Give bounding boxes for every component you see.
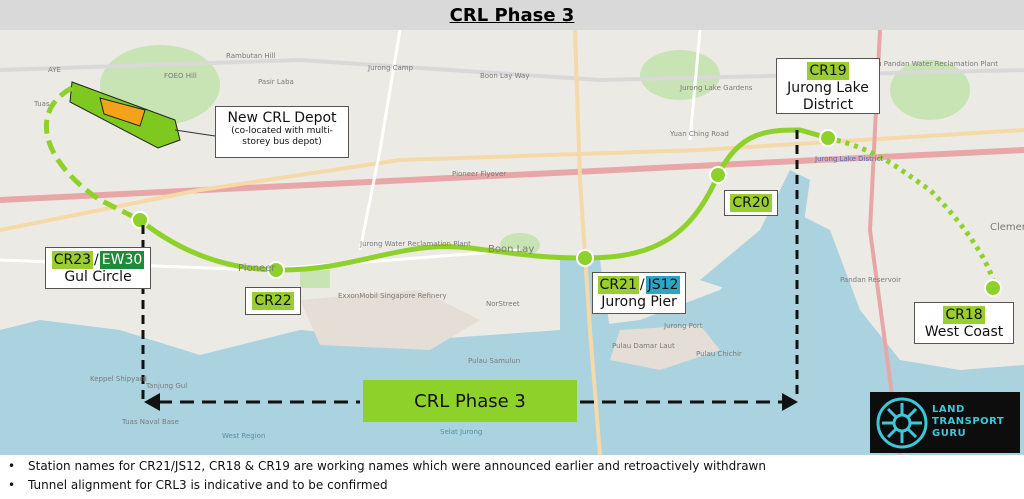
map-label-jurong-lake-district: Jurong Lake District bbox=[815, 155, 884, 163]
page-title: CRL Phase 3 bbox=[449, 4, 575, 26]
green-area bbox=[640, 50, 720, 100]
map-label-jurong-port: Jurong Port bbox=[664, 322, 703, 330]
extent-arrowhead-left bbox=[144, 393, 160, 411]
depot-note: (co-located with multi-storey bus depot) bbox=[231, 126, 333, 147]
station-code-cr18: CR18 bbox=[943, 306, 985, 324]
station-marker-cr21 bbox=[576, 249, 594, 267]
road bbox=[358, 30, 402, 251]
map-label-jurong-camp: Jurong Camp bbox=[368, 64, 414, 72]
sea-inlet bbox=[700, 170, 810, 300]
station-name-gul-circle: Gul Circle bbox=[64, 269, 132, 285]
station-code-ew30: EW30 bbox=[99, 251, 145, 269]
station-label-cr20[interactable]: CR20 bbox=[724, 190, 778, 216]
map-label-boon-lay-way: Boon Lay Way bbox=[480, 72, 530, 80]
notes-list: • Station names for CR21/JS12, CR18 & CR1… bbox=[8, 457, 1018, 495]
station-name-jurong-pier: Jurong Pier bbox=[601, 294, 677, 310]
crl-line-dashed-west bbox=[43, 85, 142, 223]
map-label-ulu-pandan: Ulu Pandan Water Reclamation Plant bbox=[870, 60, 998, 68]
map-label-yuan-ching: Yuan Ching Road bbox=[670, 130, 729, 138]
map-label-rambutan-hill: Rambutan Hill bbox=[226, 52, 276, 60]
bullet-icon: • bbox=[8, 459, 16, 473]
depot-name: New CRL Depot bbox=[227, 110, 337, 126]
map-label-selat-jurong: Selat Jurong bbox=[440, 428, 483, 436]
logo-line-2: TRANSPORT bbox=[932, 416, 1005, 427]
station-name-jurong-lake-district: Jurong Lake District bbox=[787, 80, 869, 113]
station-marker-cr23 bbox=[131, 211, 149, 229]
station-name-west-coast: West Coast bbox=[924, 324, 1004, 340]
map-label-jurong-water: Jurong Water Reclamation Plant bbox=[360, 240, 471, 248]
map-label-pulau-samulun: Pulau Samulun bbox=[468, 357, 521, 365]
map-canvas bbox=[0, 30, 1024, 455]
road bbox=[688, 30, 702, 141]
depot-callout-line bbox=[174, 129, 216, 137]
logo-text: LAND TRANSPORT GURU bbox=[932, 404, 1004, 440]
note-text: Tunnel alignment for CRL3 is indicative … bbox=[28, 478, 388, 492]
map-label-keppel-shipyard: Keppel Shipyard bbox=[90, 375, 147, 383]
depot-label: New CRL Depot (co-located with multi-sto… bbox=[215, 106, 349, 158]
map-label-northstar: NorStreet bbox=[486, 300, 520, 308]
station-marker-cr19 bbox=[819, 129, 837, 147]
map-label-pioneer-flyover: Pioneer Flyover bbox=[452, 170, 507, 178]
road bbox=[0, 128, 1024, 232]
land-transport-guru-logo: LAND TRANSPORT GURU bbox=[870, 392, 1020, 453]
note-item: • Tunnel alignment for CRL3 is indicative… bbox=[8, 476, 1018, 495]
logo-emblem-icon bbox=[876, 397, 928, 449]
island bbox=[610, 325, 720, 370]
station-code-cr20: CR20 bbox=[730, 194, 772, 212]
map-label-tuas: Tuas bbox=[34, 100, 50, 108]
map-label-tanjung-gul: Tanjung Gul bbox=[146, 382, 188, 390]
map-label-clementi: Clementi bbox=[990, 222, 1024, 233]
bus-depot-site bbox=[99, 97, 146, 127]
map-label-pulau-damar-laut: Pulau Damar Laut bbox=[612, 342, 675, 350]
map-label-pandan-reservoir: Pandan Reservoir bbox=[840, 276, 901, 284]
green-area bbox=[300, 270, 330, 288]
station-label-cr19[interactable]: CR19 Jurong Lake District bbox=[776, 58, 880, 114]
station-code-cr22: CR22 bbox=[252, 292, 294, 310]
note-text: Station names for CR21/JS12, CR18 & CR19… bbox=[28, 459, 766, 473]
station-marker-cr22 bbox=[267, 261, 285, 279]
station-code-cr19: CR19 bbox=[807, 62, 849, 80]
island bbox=[300, 290, 480, 350]
station-label-cr18[interactable]: CR18 West Coast bbox=[914, 302, 1014, 344]
station-label-cr22[interactable]: CR22 bbox=[245, 287, 301, 315]
road bbox=[0, 147, 1024, 203]
station-code-cr23: CR23 bbox=[51, 251, 94, 269]
station-label-cr21[interactable]: CR21/JS12 Jurong Pier bbox=[592, 272, 686, 314]
map-label-tuas-naval: Tuas Naval Base bbox=[122, 418, 179, 426]
map-label-jurong-lake-gardens: Jurong Lake Gardens bbox=[680, 84, 753, 92]
phase-banner: CRL Phase 3 bbox=[363, 380, 577, 422]
map-label-pioneer: Pioneer bbox=[238, 263, 276, 274]
map-label-foeo-hill: FOEO Hill bbox=[164, 72, 197, 80]
station-marker-cr18 bbox=[984, 279, 1002, 297]
station-label-cr23[interactable]: CR23/EW30 Gul Circle bbox=[45, 247, 151, 289]
station-code-cr21: CR21 bbox=[597, 276, 639, 294]
station-code-js12: JS12 bbox=[645, 276, 681, 294]
extent-arrowhead-right bbox=[782, 393, 798, 411]
map-label-boon-lay: Boon Lay bbox=[488, 244, 535, 255]
bullet-icon: • bbox=[8, 478, 16, 492]
map[interactable]: AYE Rambutan Hill FOEO Hill Pasir Laba J… bbox=[0, 30, 1024, 455]
map-label-exxonmobil: ExxonMobil Singapore Refinery bbox=[338, 292, 447, 300]
logo-line-1: LAND bbox=[932, 404, 965, 415]
map-label-pulau-chichir: Pulau Chichir bbox=[696, 350, 742, 358]
logo-line-3: GURU bbox=[932, 428, 967, 439]
station-marker-cr20 bbox=[709, 166, 727, 184]
green-area bbox=[890, 60, 970, 120]
map-label-aye: AYE bbox=[48, 66, 61, 74]
note-item: • Station names for CR21/JS12, CR18 & CR1… bbox=[8, 457, 1018, 476]
map-label-west-region: West Region bbox=[222, 432, 266, 440]
map-label-pasir-laba: Pasir Laba bbox=[258, 78, 294, 86]
title-bar: CRL Phase 3 bbox=[0, 0, 1024, 30]
